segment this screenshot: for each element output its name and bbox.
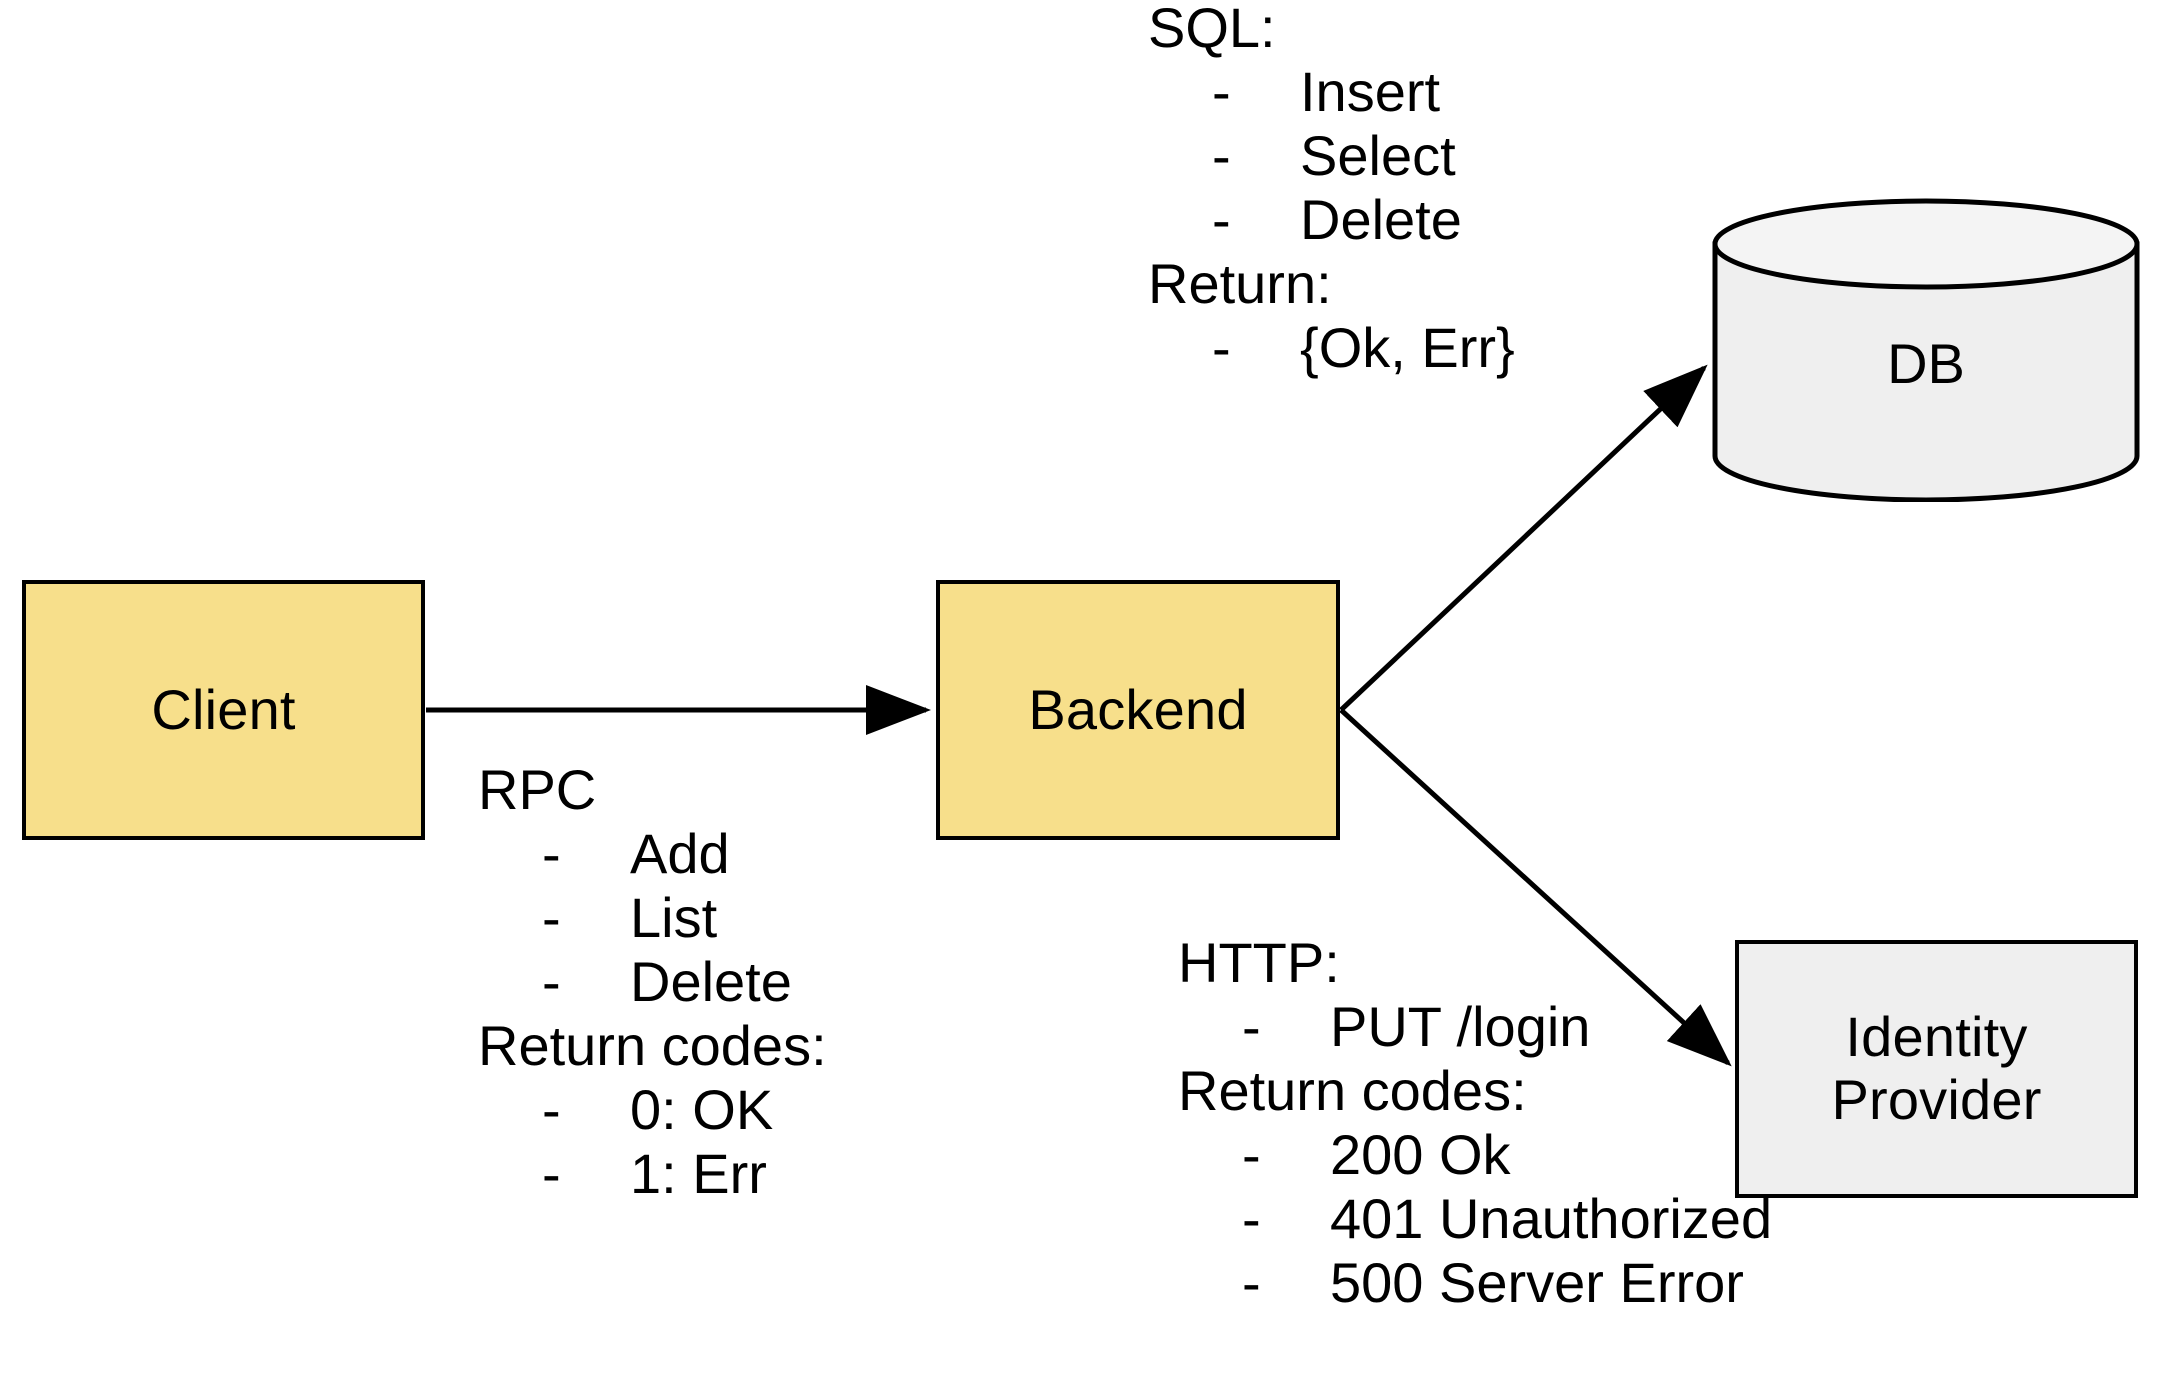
annotation-rpc-return-0: 0: OK (630, 1078, 774, 1141)
bullet-dash: - (542, 950, 561, 1013)
list-item: -Insert (1212, 64, 1515, 120)
node-client-label: Client (151, 677, 296, 741)
annotation-rpc-returns: -0: OK -1: Err (478, 1082, 827, 1202)
annotation-rpc-return-1: 1: Err (630, 1142, 767, 1205)
annotation-rpc-operations: -Add -List -Delete (478, 826, 827, 1010)
annotation-sql-return-0: {Ok, Err} (1300, 316, 1515, 379)
node-db[interactable]: DB (1712, 198, 2140, 502)
bullet-dash: - (542, 886, 561, 949)
node-client[interactable]: Client (22, 580, 425, 840)
bullet-dash: - (1242, 995, 1261, 1058)
database-cylinder-icon (1712, 198, 2140, 502)
list-item: -Add (542, 826, 827, 882)
bullet-dash: - (1212, 316, 1231, 379)
annotation-http-operations: -PUT /login (1178, 999, 1772, 1055)
list-item: -Delete (542, 954, 827, 1010)
annotation-rpc-heading: RPC (478, 758, 597, 821)
annotation-sql-op-1: Select (1300, 124, 1456, 187)
node-identity-provider-label: Identity Provider (1831, 1005, 2042, 1131)
bullet-dash: - (1242, 1251, 1261, 1314)
annotation-http-returns: -200 Ok -401 Unauthorized -500 Server Er… (1178, 1127, 1772, 1311)
node-idp-label-line1: Identity (1845, 1005, 2028, 1069)
annotation-rpc-op-1: List (630, 886, 718, 949)
list-item: -Select (1212, 128, 1515, 184)
node-db-label: DB (1887, 331, 1965, 395)
annotation-rpc-op-0: Add (630, 822, 730, 885)
bullet-dash: - (1242, 1123, 1261, 1186)
list-item: -{Ok, Err} (1212, 320, 1515, 376)
annotation-sql-op-2: Delete (1300, 188, 1462, 251)
list-item: -200 Ok (1242, 1127, 1772, 1183)
annotation-rpc-op-2: Delete (630, 950, 792, 1013)
annotation-http-return-0: 200 Ok (1330, 1123, 1511, 1186)
annotation-sql-heading: SQL: (1148, 0, 1276, 59)
node-identity-provider[interactable]: Identity Provider (1735, 940, 2138, 1198)
annotation-http-heading: HTTP: (1178, 931, 1340, 994)
list-item: -1: Err (542, 1146, 827, 1202)
list-item: -List (542, 890, 827, 946)
bullet-dash: - (542, 1142, 561, 1205)
annotation-sql-returns: -{Ok, Err} (1148, 320, 1515, 376)
list-item: -0: OK (542, 1082, 827, 1138)
annotation-http-op-0: PUT /login (1330, 995, 1591, 1058)
node-backend-label: Backend (1028, 677, 1248, 741)
bullet-dash: - (1212, 124, 1231, 187)
bullet-dash: - (542, 822, 561, 885)
annotation-sql-returns-heading: Return: (1148, 252, 1332, 315)
bullet-dash: - (1212, 60, 1231, 123)
annotation-http-return-2: 500 Server Error (1330, 1251, 1744, 1314)
bullet-dash: - (542, 1078, 561, 1141)
annotation-sql: SQL: -Insert -Select -Delete Return: -{O… (1148, 0, 1515, 384)
bullet-dash: - (1242, 1187, 1261, 1250)
annotation-http-return-1: 401 Unauthorized (1330, 1187, 1773, 1250)
annotation-http: HTTP: -PUT /login Return codes: -200 Ok … (1178, 935, 1772, 1319)
annotation-rpc-returns-heading: Return codes: (478, 1014, 827, 1077)
list-item: -401 Unauthorized (1242, 1191, 1772, 1247)
node-backend[interactable]: Backend (936, 580, 1340, 840)
bullet-dash: - (1212, 188, 1231, 251)
list-item: -PUT /login (1242, 999, 1772, 1055)
annotation-sql-operations: -Insert -Select -Delete (1148, 64, 1515, 248)
annotation-sql-op-0: Insert (1300, 60, 1441, 123)
annotation-rpc: RPC -Add -List -Delete Return codes: -0:… (478, 762, 827, 1210)
node-idp-label-line2: Provider (1831, 1068, 2042, 1131)
node-db-label-wrap: DB (1712, 198, 2140, 502)
annotation-http-returns-heading: Return codes: (1178, 1059, 1527, 1122)
list-item: -Delete (1212, 192, 1515, 248)
edge-backend-to-db (1339, 364, 1708, 712)
list-item: -500 Server Error (1242, 1255, 1772, 1311)
